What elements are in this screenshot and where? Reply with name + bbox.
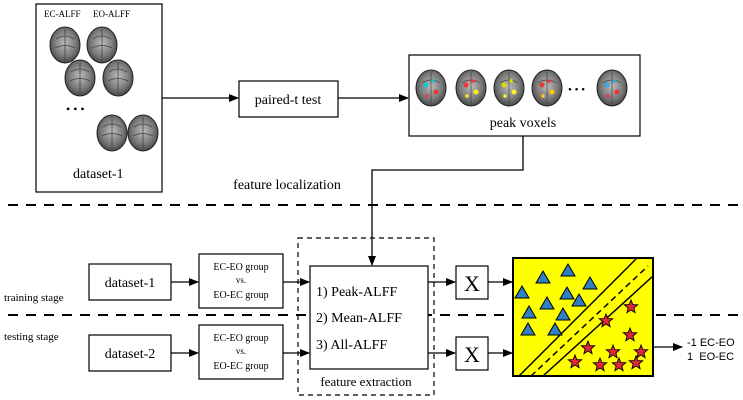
- connector-peak-to-features: [368, 136, 524, 266]
- brain-scan-icon: [49, 26, 81, 64]
- brain-scan-icon: [64, 59, 96, 97]
- star-marker: [605, 343, 621, 359]
- output-label-ec-eo: -1 EC-EO: [687, 337, 735, 349]
- training-group-line2: vs.: [236, 275, 246, 285]
- training-dataset-label: dataset-1: [105, 276, 156, 291]
- star-marker: [611, 356, 627, 372]
- star-marker: [633, 343, 649, 359]
- class-stars: [567, 298, 649, 372]
- triangle-marker: [547, 322, 563, 336]
- svm-margin-upper: [542, 275, 654, 377]
- peak-voxel-brains: [415, 69, 628, 107]
- star-marker: [622, 326, 638, 342]
- peak-voxels-label: peak voxels: [490, 116, 556, 131]
- testing-group-line3: EO-EC group: [213, 361, 268, 372]
- feature-item-all: 3) All-ALFF: [316, 338, 387, 353]
- star-marker: [567, 353, 583, 369]
- x-symbol-testing: X: [464, 342, 480, 367]
- triangle-marker: [535, 270, 551, 284]
- class-triangles: [514, 263, 598, 336]
- paired-t-label: paired-t test: [255, 93, 322, 108]
- testing-group-line1: EC-EO group: [213, 333, 268, 344]
- x-symbol-training: X: [464, 271, 480, 296]
- testing-group-line2: vs.: [236, 346, 246, 356]
- triangle-marker: [560, 263, 576, 277]
- eo-alff-label: EO-ALFF: [93, 9, 130, 19]
- feature-item-mean: 2) Mean-ALFF: [316, 311, 402, 326]
- brain-scan-icon: [96, 114, 128, 152]
- brain-scan-icon: [86, 26, 118, 64]
- triangle-marker: [555, 307, 571, 321]
- peak-ellipsis: • • •: [568, 84, 585, 96]
- brain-scan-icon: [102, 59, 134, 97]
- triangle-marker: [559, 286, 575, 300]
- feature-extraction-label: feature extraction: [320, 374, 412, 389]
- brain-scans-group: [49, 26, 159, 152]
- svm-hyperplane: [530, 265, 649, 377]
- brain-scan-icon: [127, 114, 159, 152]
- star-marker: [623, 298, 639, 314]
- testing-group-box: [198, 324, 284, 380]
- x-box-testing: [455, 336, 489, 371]
- feature-extraction-dashed-box: [297, 237, 435, 396]
- triangle-marker: [520, 322, 536, 336]
- scan-ellipsis: • • •: [66, 102, 85, 116]
- triangle-marker: [571, 293, 587, 307]
- star-marker: [592, 356, 608, 372]
- paired-t-box: [238, 80, 339, 118]
- training-group-line1: EC-EO group: [213, 262, 268, 273]
- feature-list-box: [309, 265, 429, 370]
- training-group-box: [198, 253, 284, 309]
- testing-dataset-label: dataset-2: [105, 347, 156, 362]
- peak-voxel-brain-icon: [415, 69, 447, 107]
- peak-voxel-brain-icon: [455, 69, 487, 107]
- training-dataset-box: [88, 263, 172, 301]
- training-stage-label: training stage: [4, 292, 64, 304]
- triangle-marker: [514, 285, 530, 299]
- feature-localization-label: feature localization: [233, 178, 341, 193]
- peak-voxel-brain-icon: [596, 69, 628, 107]
- classifier-panel: [512, 257, 654, 377]
- dataset1-caption: dataset-1: [73, 167, 124, 182]
- peak-voxel-brain-icon: [493, 69, 525, 107]
- testing-stage-label: testing stage: [4, 331, 59, 343]
- star-marker: [628, 354, 644, 370]
- triangle-marker: [582, 276, 598, 290]
- feature-item-peak: 1) Peak-ALFF: [316, 285, 397, 300]
- training-group-line3: EO-EC group: [213, 290, 268, 301]
- svm-margin-lower: [518, 257, 638, 377]
- triangle-marker: [521, 305, 537, 319]
- triangle-marker: [539, 296, 555, 310]
- star-marker: [580, 339, 596, 355]
- ec-alff-label: EC-ALFF: [44, 9, 81, 19]
- star-marker: [598, 312, 614, 328]
- peak-voxel-brain-icon: [531, 69, 563, 107]
- output-label-eo-ec: 1 EO-EC: [687, 351, 734, 363]
